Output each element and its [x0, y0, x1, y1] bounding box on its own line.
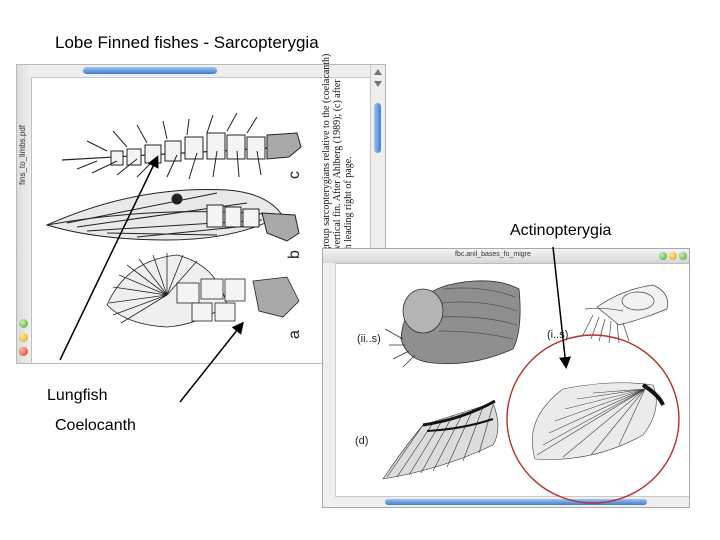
- close-icon[interactable]: [679, 252, 687, 260]
- ray-fin-figure: [382, 280, 680, 504]
- coelacanth-arrow: [179, 321, 244, 403]
- zoom-icon[interactable]: [19, 319, 28, 328]
- fin-a-label: a: [286, 330, 303, 339]
- fin-a-skeleton: [106, 253, 300, 328]
- horizontal-scrollbar[interactable]: [31, 65, 371, 78]
- fin-skeleton-figure: c b a: [45, 112, 303, 339]
- vertical-scroll-thumb[interactable]: [374, 103, 381, 153]
- fin-c-skeleton: [61, 112, 302, 180]
- image-viewer-window: fbc.anil_bases_fo_migre: [322, 248, 690, 508]
- coelacanth-label: Coelocanth: [55, 417, 136, 434]
- viewer-horizontal-scrollbar[interactable]: [335, 496, 689, 507]
- slide-title: Lobe Finned fishes - Sarcopterygia: [55, 33, 319, 52]
- viewer-titlebar[interactable]: fbc.anil_bases_fo_migre: [323, 249, 689, 264]
- horizontal-scroll-thumb[interactable]: [83, 67, 217, 74]
- lungfish-label: Lungfish: [47, 387, 108, 404]
- viewer-scroll-thumb[interactable]: [385, 499, 647, 505]
- scroll-up-icon[interactable]: [374, 69, 382, 75]
- actinopterygia-label: Actinopterygia: [510, 222, 612, 239]
- minimize-icon[interactable]: [669, 252, 677, 260]
- scroll-down-icon[interactable]: [374, 81, 382, 87]
- highlight-circle: [506, 334, 680, 504]
- fin-i-image: [582, 284, 669, 344]
- fin-highlight-image: [531, 382, 665, 460]
- fin-ii-image: [384, 280, 521, 368]
- viewer-title: fbc.anil_bases_fo_migre: [455, 251, 531, 258]
- viewer-side-strip[interactable]: [323, 263, 336, 507]
- minimize-icon[interactable]: [19, 333, 28, 342]
- zoom-icon[interactable]: [659, 252, 667, 260]
- fin-d-image: [382, 399, 499, 480]
- pdf-sidebar[interactable]: fins_to_limbs.pdf: [17, 65, 32, 363]
- fin-d-label: (d): [355, 435, 369, 447]
- close-icon[interactable]: [19, 347, 28, 356]
- actinopterygia-arrow: [552, 246, 571, 369]
- fin-c-label: c: [286, 171, 303, 179]
- fin-ii-label: (ii..s): [357, 333, 381, 345]
- fin-b-label: b: [286, 250, 303, 259]
- lungfish-arrow: [59, 155, 159, 361]
- fin-b-skeleton: [45, 188, 300, 242]
